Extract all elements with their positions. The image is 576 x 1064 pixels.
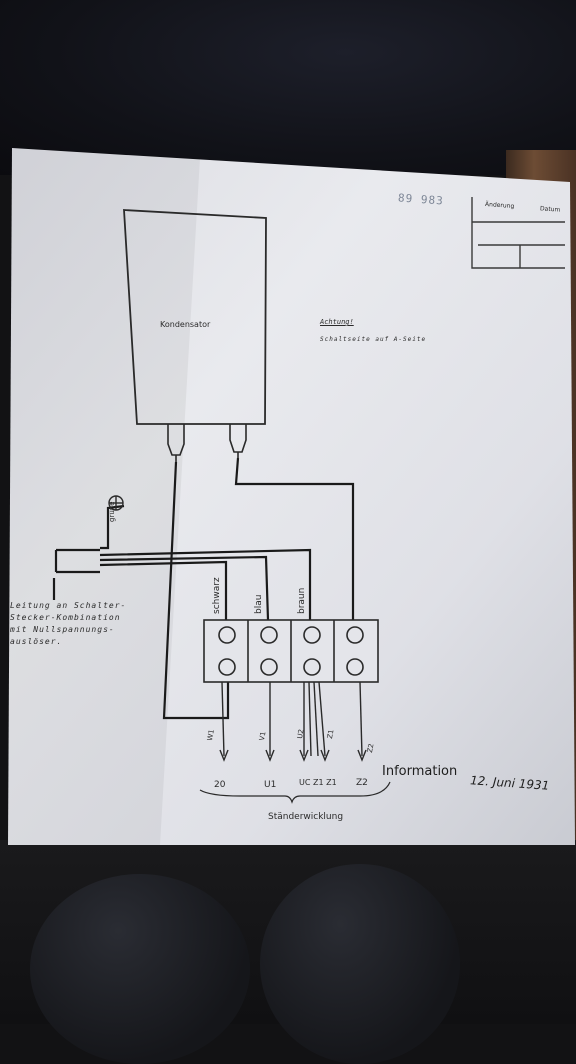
output-arrows — [219, 681, 367, 762]
terminal-block — [203, 619, 379, 683]
wires — [52, 457, 355, 720]
information-label: Information — [382, 764, 458, 779]
stamp-column-date: Datum — [539, 205, 561, 214]
terminal-label-u2-z1: UC Z1 Z1 — [299, 778, 337, 787]
capacitor-connectors — [167, 424, 247, 462]
wire-label-braun: braun — [297, 587, 307, 614]
terminal-label-u1: U1 — [264, 780, 277, 790]
revision-stamp-box — [471, 197, 565, 269]
ground-symbol — [108, 495, 124, 511]
wiring-diagram-sheet — [8, 148, 575, 845]
terminal-label-20: 20 — [214, 780, 226, 790]
capacitor-box — [123, 209, 267, 425]
warning-text: Schaltseite auf A-Seite — [320, 336, 427, 343]
wire-label-schwarz: schwarz — [212, 577, 222, 614]
lead-note-line-1: Leitung an Schalter- — [10, 601, 127, 610]
wire-label-blau: blau — [254, 594, 264, 614]
lead-note-line-3: mit Nullspannungs- — [10, 625, 115, 634]
ground-wire-label: grüne — [108, 501, 116, 522]
terminal-label-z2: Z2 — [356, 778, 368, 788]
capacitor-label: Kondensator — [160, 320, 211, 329]
arrow-label-z2: Z2 — [366, 742, 376, 754]
arrow-label-v1: V1 — [258, 730, 268, 742]
dark-fabric-background — [0, 0, 576, 175]
arrow-label-u2: U2 — [296, 728, 306, 740]
winding-label: Ständerwicklung — [268, 812, 344, 822]
lead-note-line-2: Stecker-Kombination — [10, 613, 121, 622]
winding-brace — [199, 781, 391, 804]
lead-note-line-4: auslöser. — [10, 637, 63, 646]
lead-note: Leitung an Schalter- Stecker-Kombination… — [10, 600, 126, 648]
arrow-label-z1: Z1 — [326, 728, 336, 740]
paper — [8, 148, 575, 845]
warning-title: Achtung! — [320, 318, 354, 326]
